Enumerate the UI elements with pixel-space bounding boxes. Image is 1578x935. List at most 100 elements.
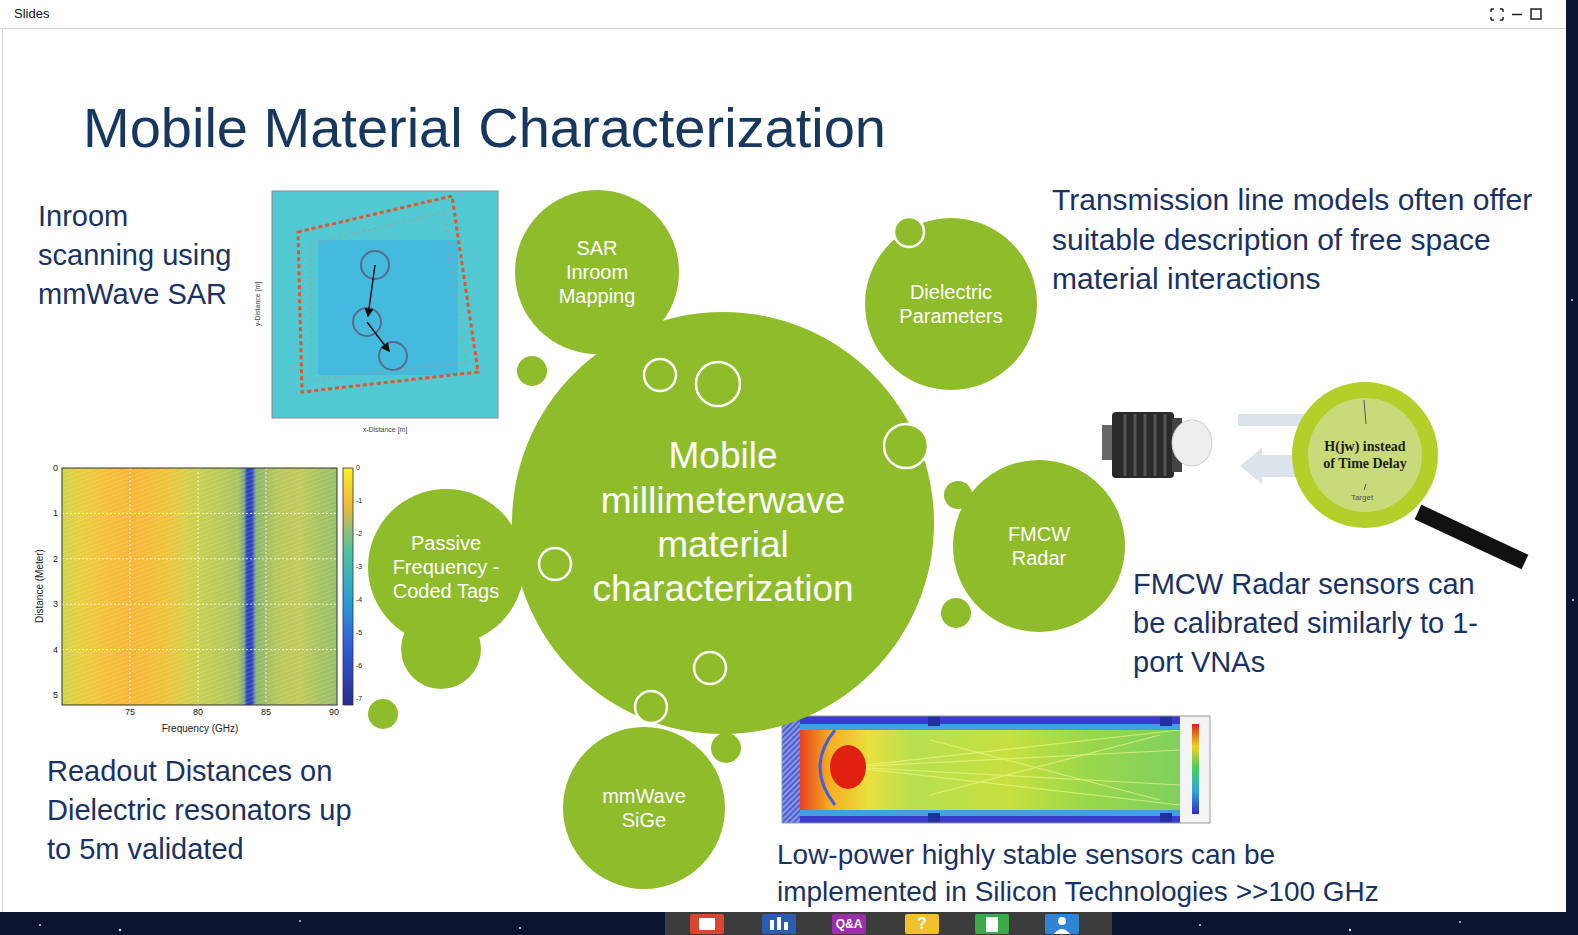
sar-map-part [379, 342, 407, 370]
tick-label-box: 75 [125, 707, 135, 718]
tick-label-box: 0 [53, 463, 58, 474]
slide-panel-part [0, 0, 1566, 912]
fmcw-sensor-part-part [1154, 414, 1157, 476]
bubble-label: SAR Inroom Mapping [545, 236, 649, 308]
field-simulation-part [1160, 813, 1172, 823]
presenter-toolbar-part [762, 914, 796, 934]
tick-label: 90 [329, 707, 339, 718]
bubble-text-group: FMCW Radar [995, 522, 1083, 570]
tick-label-box: 80 [193, 707, 203, 718]
window-controls-part [1491, 9, 1503, 20]
field-simulation-part [830, 745, 866, 789]
field-simulation-part [848, 730, 1180, 805]
starry-background-part [1459, 921, 1461, 923]
fmcw-sensor-part [1125, 414, 1165, 476]
spectrogram-chart-part-part [62, 649, 337, 650]
presenter-toolbar-part [784, 922, 788, 930]
colorbar-tick: -2 [356, 530, 362, 538]
spectrogram-chart-part [62, 468, 337, 705]
axis-title: Frequency (GHz) [162, 723, 239, 735]
starry-background-part [519, 927, 521, 929]
starry-background-part [299, 920, 301, 922]
field-simulation-part [782, 716, 1210, 823]
bubble-ring [635, 691, 667, 723]
field-simulation-part [928, 716, 940, 726]
field-simulation-part [800, 724, 1180, 816]
field-simulation-part [782, 716, 800, 823]
target-label: Target [1351, 493, 1373, 503]
axis-title: y-Distance [m] [254, 282, 262, 327]
axis-title-box: Distance (Meter) [34, 549, 46, 623]
toolbar-icon-label-box: ? [917, 914, 927, 933]
annotation-text-box: Low-power highly stable sensors can be i… [777, 836, 1397, 910]
sar-map-part [318, 240, 458, 375]
bubble-ring [894, 217, 924, 247]
bubble-text-group: mmWave SiGe [596, 784, 692, 832]
field-simulation-part [1192, 724, 1199, 814]
annotation-text: Transmission line models often offer sui… [1052, 180, 1537, 299]
field-simulation-part [1160, 716, 1172, 726]
topic-bubble: Passive Frequency -Coded Tags [368, 489, 524, 645]
tick-label-box: 2 [53, 553, 58, 564]
presenter-toolbar-part [1058, 917, 1066, 925]
field-simulation-part [800, 724, 1180, 730]
colorbar-tick: -5 [356, 629, 362, 637]
annotation-text: FMCW Radar sensors can be calibrated sim… [1133, 565, 1503, 682]
annotation-text: Inroom scanning using mmWave SAR [38, 197, 243, 314]
annotation-text-box: Readout Distances on Dielectric resonato… [47, 752, 367, 869]
fmcw-sensor-part [1112, 412, 1174, 478]
annotation-text-box: Inroom scanning using mmWave SAR [38, 197, 243, 314]
presenter-toolbar [665, 912, 1112, 935]
field-simulation-part [800, 810, 1180, 816]
bubble-dots-part [941, 598, 971, 628]
magnifier-part [1418, 512, 1525, 562]
bubble-dots-part [517, 356, 547, 386]
toolbar-icon-label-box: Q&A [836, 917, 863, 931]
tick-label: 85 [261, 707, 271, 718]
bubble-circle [512, 312, 934, 734]
colorbar-tick-box: -5 [356, 629, 362, 637]
field-simulation-part-part [848, 750, 1180, 767]
colorbar-tick: 0 [356, 464, 360, 472]
presenter-toolbar-part [905, 914, 939, 934]
tick-label: 80 [193, 707, 203, 718]
slide-panel-part [2, 29, 3, 912]
presenter-toolbar-part [1054, 929, 1070, 934]
spectrogram-chart-part-part [62, 513, 337, 514]
tick-label: 4 [53, 644, 58, 655]
colorbar-tick-box: -6 [356, 662, 362, 670]
tick-label-box: 5 [53, 690, 58, 701]
colorbar-tick-box: -3 [356, 563, 362, 571]
bubble-dots-part [711, 733, 741, 763]
topic-bubble: FMCW Radar [953, 460, 1125, 632]
topic-bubble: Dielectric Parameters [865, 218, 1037, 390]
spectrogram-chart-part [343, 468, 353, 705]
bubble-text-group: Mobile millimeterwave material character… [568, 434, 878, 612]
magnifier-part [1364, 484, 1366, 490]
axis-title-box: Frequency (GHz) [162, 723, 239, 735]
bubble-ring [644, 359, 676, 391]
slide-title-box: Mobile Material Characterization [83, 96, 886, 160]
field-simulation-part-part [848, 767, 1180, 785]
bubble-ring [696, 362, 740, 406]
signal-arrows-part [1238, 414, 1308, 426]
bubble-circle [865, 218, 1037, 390]
colorbar-tick-box: -4 [356, 596, 362, 604]
field-simulation-part [1180, 716, 1210, 823]
colorbar-tick: -3 [356, 563, 362, 571]
bubble-ring [694, 652, 726, 684]
spectrogram-chart-part [62, 468, 337, 705]
presenter-toolbar-part [832, 914, 866, 934]
bubble-label: Passive Frequency -Coded Tags [390, 531, 502, 603]
sar-map-part [272, 191, 498, 418]
starry-background-part [1199, 924, 1201, 926]
annotation-text: Low-power highly stable sensors can be i… [777, 836, 1397, 910]
topic-bubble: mmWave SiGe [563, 727, 725, 889]
colorbar-tick-box: -2 [356, 530, 362, 538]
bubble-text-group: Dielectric Parameters [889, 280, 1013, 328]
colorbar-tick: -1 [356, 497, 362, 505]
bubble-label: FMCW Radar [995, 522, 1083, 570]
presenter-toolbar-part [699, 918, 715, 930]
tick-label-box: 85 [261, 707, 271, 718]
